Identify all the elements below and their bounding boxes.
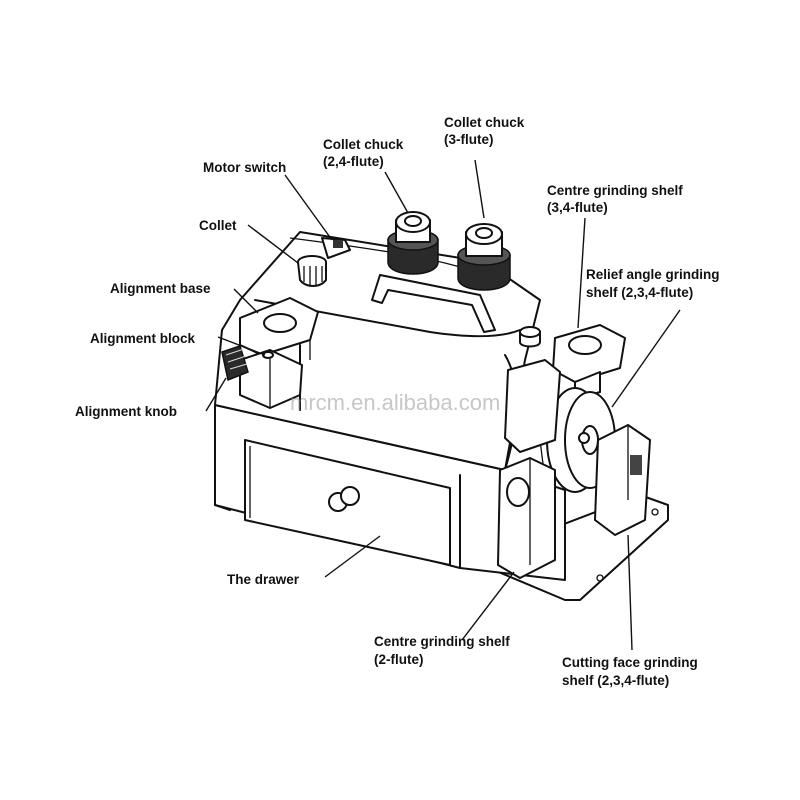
label-alignment-base: Alignment base [110,281,211,296]
label-collet-chuck-3-line1: Collet chuck [444,115,525,130]
label-centre-shelf-34-line1: Centre grinding shelf [547,183,683,198]
alignment-base-part [239,297,319,370]
collet-chuck-24 [387,211,439,275]
label-relief-angle-line1: Relief angle grinding [586,267,720,282]
relief-angle-shelf-part [504,359,561,453]
leader-relief-angle [611,309,681,408]
label-motor-switch: Motor switch [203,160,286,175]
leader-collet-chuck-3 [474,159,485,219]
drawer-knob [328,486,360,512]
leader-alignment-base [233,288,259,314]
label-relief-angle-line2: shelf (2,3,4-flute) [586,285,693,300]
label-the-drawer: The drawer [227,572,300,587]
leader-centre-shelf-34 [577,217,586,329]
label-alignment-knob: Alignment knob [75,404,177,419]
alignment-block-part [239,349,303,409]
carry-handle [371,274,496,333]
cutting-face-shelf-part [594,424,651,536]
leader-motor-switch [284,174,333,241]
collet [297,255,327,287]
label-cutting-face-line2: shelf (2,3,4-flute) [562,673,669,688]
label-centre-shelf-2-line1: Centre grinding shelf [374,634,510,649]
centre-shelf-34-part [552,324,626,401]
leader-alignment-block [217,336,266,356]
leader-cutting-face [627,534,633,651]
alignment-knob-part [221,345,249,382]
label-collet-chuck-3-line2: (3-flute) [444,132,494,147]
label-centre-shelf-34-line2: (3,4-flute) [547,200,608,215]
label-alignment-block: Alignment block [90,331,195,346]
label-collet: Collet [199,218,237,233]
label-cutting-face-line1: Cutting face grinding [562,655,698,670]
leader-collet-chuck-24 [384,171,409,214]
machine-illustration [214,211,669,601]
callout-labels: Collet chuck (2,4-flute) Collet chuck (3… [75,115,720,688]
label-centre-shelf-2-line2: (2-flute) [374,652,424,667]
collet-chuck-3 [457,223,511,291]
centre-shelf-2-part [497,457,556,579]
leader-alignment-knob [205,377,227,412]
label-collet-chuck-24-line2: (2,4-flute) [323,154,384,169]
leader-collet [247,224,299,264]
leader-the-drawer [324,535,381,578]
label-collet-chuck-24-line1: Collet chuck [323,137,404,152]
leader-lines [205,159,681,651]
motor-switch [321,237,351,259]
leader-centre-shelf-2 [461,571,515,641]
watermark: mrcm.en.alibaba.com [290,390,500,415]
top-knob [519,326,541,348]
